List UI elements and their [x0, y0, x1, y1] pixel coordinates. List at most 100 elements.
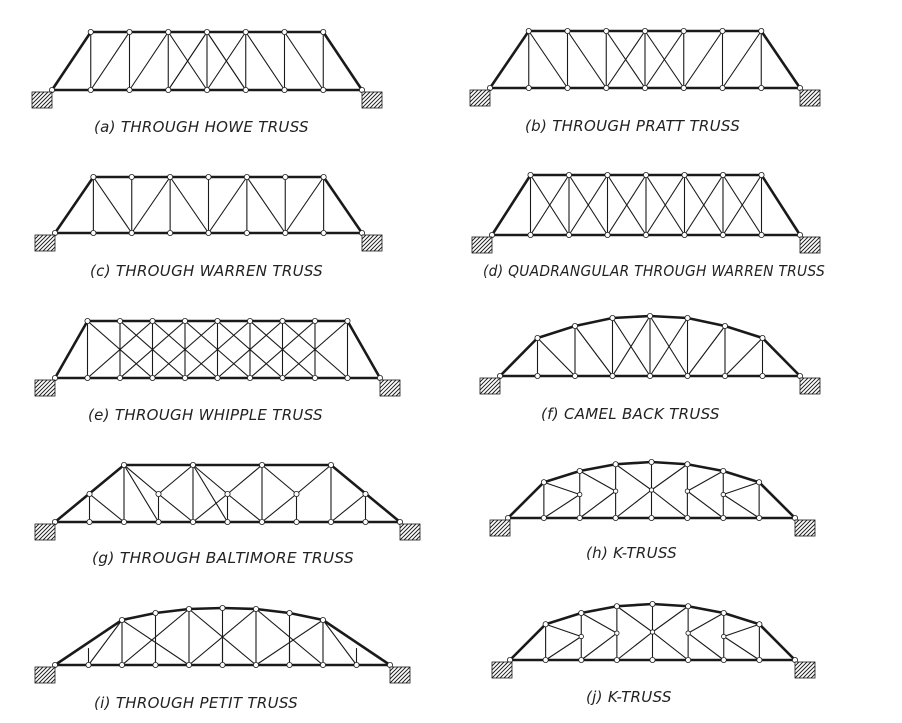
- hatch-pattern: [489, 519, 511, 537]
- hatch-pattern: [799, 377, 821, 395]
- joint: [149, 374, 156, 381]
- joint: [756, 515, 763, 522]
- joint: [572, 372, 579, 379]
- hatch-line: [47, 103, 53, 109]
- diagonal-member: [724, 337, 764, 377]
- hatch-pattern: [799, 89, 821, 107]
- joint: [282, 173, 289, 180]
- hatch-line: [815, 248, 821, 254]
- hatch-line: [475, 236, 493, 254]
- diagonal-member: [255, 619, 324, 666]
- joint: [126, 87, 133, 94]
- joint: [344, 317, 351, 324]
- hatch-line: [807, 240, 821, 254]
- hatch-line: [794, 661, 800, 667]
- joint: [152, 662, 159, 669]
- joint: [643, 171, 650, 178]
- hatch-line: [811, 97, 821, 107]
- joint: [685, 630, 691, 636]
- hatch-line: [799, 377, 817, 395]
- hatch-line: [483, 377, 501, 395]
- hatch-line: [798, 661, 816, 679]
- k-diagonal: [545, 623, 582, 638]
- diagonal-member: [86, 320, 154, 379]
- hatch-line: [34, 379, 52, 397]
- joint: [246, 374, 253, 381]
- joint: [279, 374, 286, 381]
- hatch-line: [46, 242, 56, 252]
- k-diagonal: [686, 470, 724, 492]
- hatch-line: [399, 523, 417, 541]
- joint: [684, 488, 690, 494]
- k-diagonal: [650, 463, 688, 491]
- diagonal-member: [207, 176, 248, 234]
- hatch-line: [803, 236, 821, 254]
- hatch-line: [361, 234, 367, 240]
- hatch-line: [489, 519, 507, 537]
- hatch-line: [794, 661, 804, 671]
- diagonal-member: [216, 320, 284, 379]
- left-abutment: [469, 89, 491, 107]
- howe-truss-drawing: [31, 28, 383, 109]
- caption-petit-truss: (i) THROUGH PETIT TRUSS: [94, 694, 298, 712]
- joint: [87, 28, 94, 35]
- hatch-line: [31, 91, 37, 97]
- hatch-line: [34, 234, 44, 244]
- main-diagonal: [192, 493, 229, 523]
- joint: [576, 467, 583, 474]
- diagonal-member: [169, 176, 210, 234]
- hatch-line: [50, 678, 56, 684]
- hatch-line: [46, 674, 56, 684]
- joint: [540, 479, 547, 486]
- hatch-line: [31, 91, 45, 105]
- joint: [609, 372, 616, 379]
- joint: [86, 519, 93, 526]
- hatch-line: [34, 666, 52, 684]
- main-diagonal: [157, 493, 194, 523]
- hatch-line: [34, 523, 40, 529]
- diagonal-member: [90, 31, 131, 91]
- hatch-line: [794, 519, 800, 525]
- joint: [90, 229, 97, 236]
- whipple-truss-drawing: [34, 317, 401, 397]
- right-abutment: [799, 236, 821, 254]
- joint: [613, 603, 620, 610]
- joint: [84, 374, 91, 381]
- hatch-line: [799, 236, 805, 242]
- sub-diagonal: [330, 493, 367, 523]
- diagonal-member: [529, 174, 570, 236]
- joint: [578, 610, 585, 617]
- k-diagonal: [722, 493, 760, 519]
- joint: [720, 515, 727, 522]
- quadrangular-warren-truss-drawing: [471, 171, 821, 254]
- right-abutment: [799, 377, 821, 395]
- joint: [362, 519, 369, 526]
- hatch-line: [46, 387, 56, 397]
- joint: [758, 231, 765, 238]
- joint: [224, 490, 231, 497]
- joint: [685, 603, 692, 610]
- diagonal-member: [92, 176, 133, 234]
- hatch-line: [799, 377, 805, 383]
- hatch-line: [50, 535, 56, 541]
- joint: [205, 229, 212, 236]
- hatch-line: [471, 236, 485, 250]
- k-truss-drawing-h: [489, 458, 816, 537]
- hatch-line: [798, 519, 816, 537]
- diagonal-member: [245, 31, 286, 91]
- hatch-line: [399, 523, 405, 529]
- joint: [224, 519, 231, 526]
- diagonal-member: [683, 174, 724, 236]
- joint: [327, 461, 334, 468]
- joint: [185, 606, 192, 613]
- hatch-line: [361, 91, 375, 105]
- hatch-line: [471, 236, 481, 246]
- joint: [117, 317, 124, 324]
- hatch-pattern: [469, 89, 491, 107]
- joint: [566, 171, 573, 178]
- joint: [219, 662, 226, 669]
- hatch-line: [799, 236, 813, 250]
- hatch-line: [395, 391, 401, 397]
- joint: [86, 490, 93, 497]
- joint: [181, 317, 188, 324]
